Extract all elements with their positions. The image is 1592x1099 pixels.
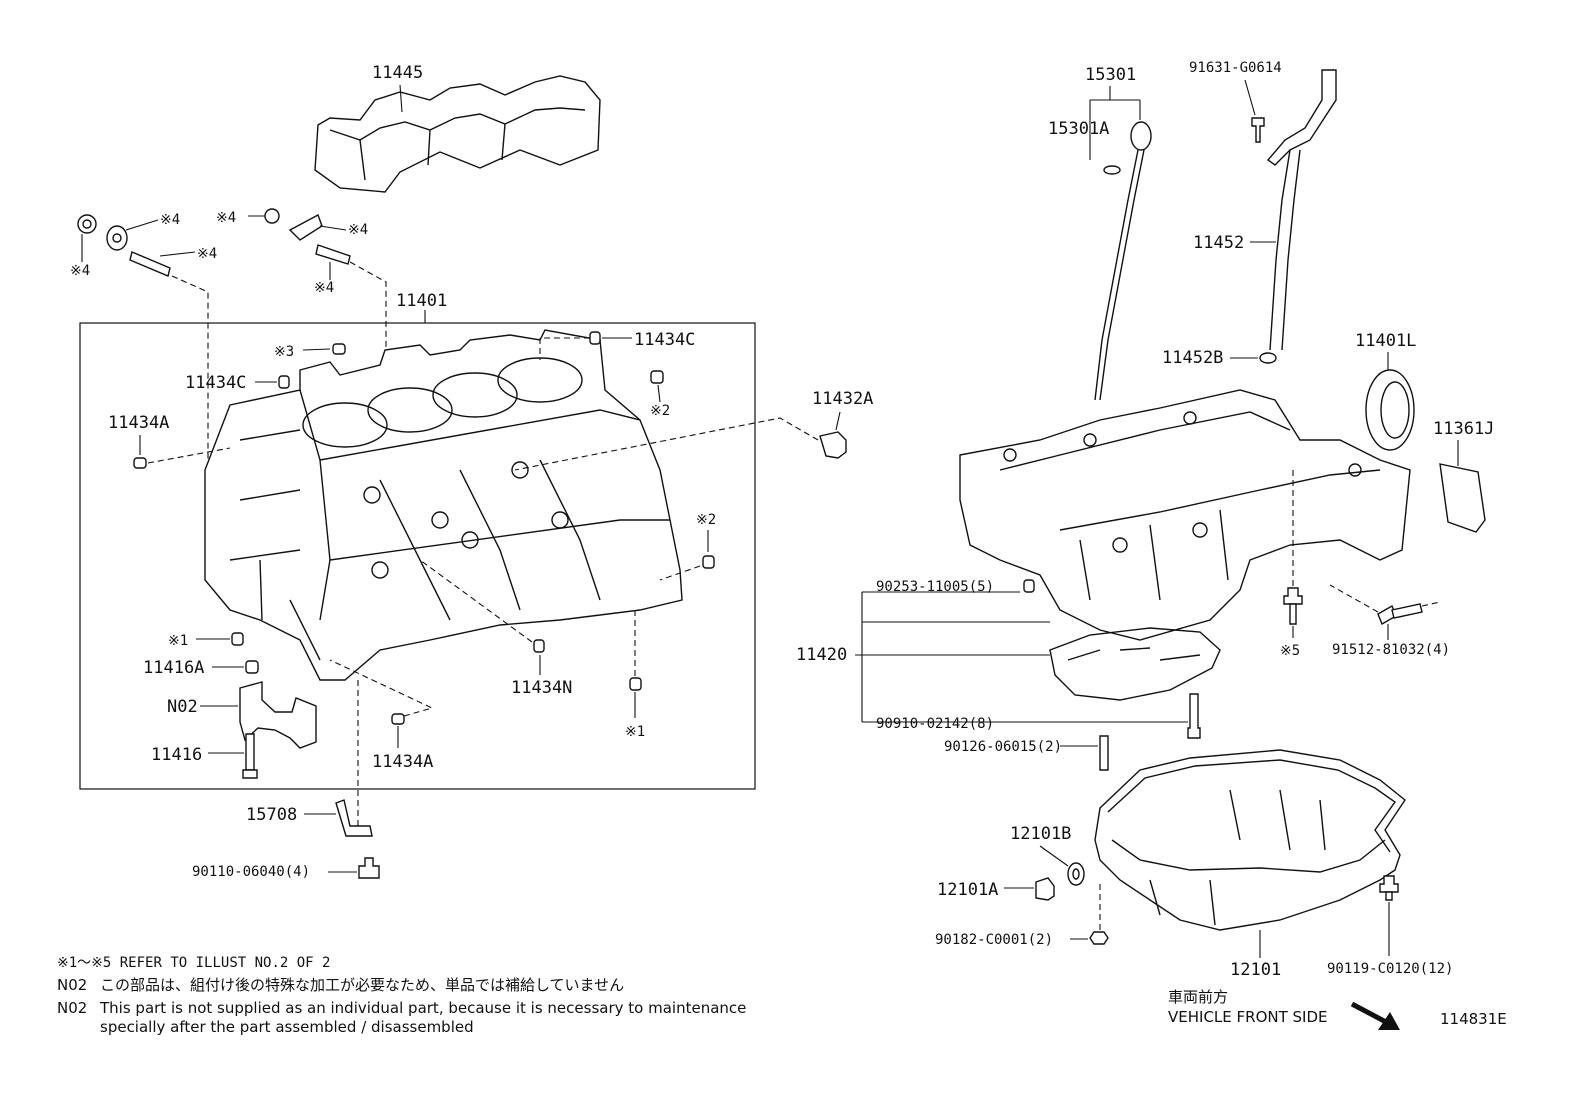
label-12101: 12101: [1230, 960, 1281, 980]
label-12101B: 12101B: [1010, 824, 1071, 844]
cylinder-block-11401-drawing: [204, 329, 683, 681]
label-90126: 90126-06015(2): [944, 739, 1062, 755]
label-91512: 91512-81032(4): [1332, 642, 1450, 658]
cylinder-block-frame: [79, 322, 756, 790]
ref3: ※3: [274, 344, 294, 360]
label-11361J: 11361J: [1433, 419, 1494, 439]
note-n02-en: This part is not supplied as an individu…: [99, 999, 746, 1017]
ref1-b: ※1: [625, 724, 645, 740]
ref1-a: ※1: [168, 633, 188, 649]
label-15301: 15301: [1085, 65, 1136, 85]
label-11434A-left: 11434A: [108, 413, 169, 433]
ref4-f: ※4: [314, 280, 334, 296]
note-n02-en-cont: specially after the part assembled / dis…: [100, 1018, 474, 1036]
ref4-parts-group: [77, 208, 351, 277]
label-11401: 11401: [396, 291, 447, 311]
label-11434C-top: 11434C: [634, 330, 695, 350]
oil-pan-12101-drawing: [1094, 749, 1406, 931]
note-refer: ※1～※5 REFER TO ILLUST NO.2 OF 2: [57, 955, 330, 971]
oil-level-gauge-guide-11452-drawing: [1266, 69, 1337, 351]
stiffening-crankcase-11420-drawing: [959, 389, 1411, 701]
ref4-e: ※4: [348, 222, 368, 238]
label-90253: 90253-11005(5): [876, 579, 994, 595]
insulator-11445-drawing: [314, 75, 601, 193]
label-11434C-left: 11434C: [185, 373, 246, 393]
note-n02-code-jp: N02: [57, 976, 87, 994]
label-90910: 90910-02142(8): [876, 716, 994, 732]
label-15708: 15708: [246, 805, 297, 825]
ref4-b: ※4: [70, 263, 90, 279]
ref4-d: ※4: [216, 210, 236, 226]
label-11416: 11416: [151, 745, 202, 765]
label-11401L: 11401L: [1355, 331, 1416, 351]
label-11452: 11452: [1193, 233, 1244, 253]
label-91631: 91631-G0614: [1189, 60, 1282, 76]
ref4-a: ※4: [160, 212, 180, 228]
illustration-id: 114831E: [1440, 1010, 1507, 1028]
label-90119: 90119-C0120(12): [1327, 961, 1453, 977]
ref2-a: ※2: [650, 403, 670, 419]
label-90182: 90182-C0001(2): [935, 932, 1053, 948]
label-11432A: 11432A: [812, 389, 873, 409]
label-N02: N02: [167, 697, 198, 717]
label-90110: 90110-06040(4): [192, 864, 310, 880]
label-11452B: 11452B: [1162, 348, 1223, 368]
note-n02-code-en: N02: [57, 999, 87, 1017]
label-11420: 11420: [796, 645, 847, 665]
label-11416A: 11416A: [143, 658, 204, 678]
direction-en: VEHICLE FRONT SIDE: [1168, 1008, 1328, 1026]
label-15301A: 15301A: [1048, 119, 1109, 139]
label-11434A-bottom: 11434A: [372, 752, 433, 772]
note-n02-jp: この部品は、組付け後の特殊な加工が必要なため、単品では補給していません: [100, 976, 624, 994]
label-11434N: 11434N: [511, 678, 572, 698]
label-12101A: 12101A: [937, 880, 998, 900]
label-11445: 11445: [372, 63, 423, 83]
direction-jp: 車両前方: [1168, 988, 1228, 1006]
front-arrow-icon: [1350, 1001, 1400, 1030]
ref5: ※5: [1280, 643, 1300, 659]
ref2-b: ※2: [696, 512, 716, 528]
ref4-c: ※4: [197, 246, 217, 262]
